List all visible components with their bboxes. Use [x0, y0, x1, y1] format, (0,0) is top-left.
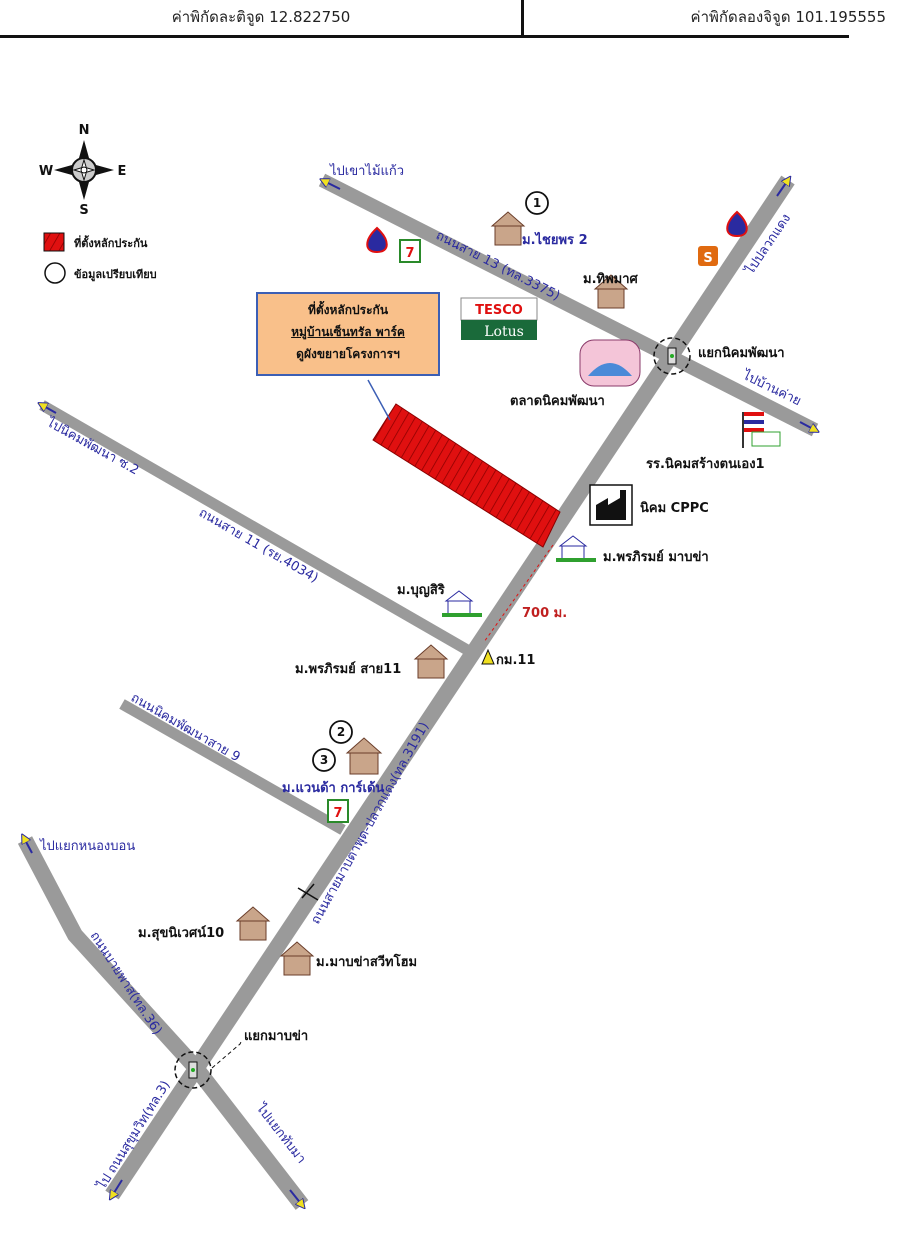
comparable-1: 1 [533, 196, 541, 210]
dir-nikhom-soi2: ไปนิคมพัฒนา ซ.2 [43, 414, 142, 478]
market-icon [579, 339, 641, 387]
label-mabkha-junction: แยกมาบข่า [244, 1029, 308, 1044]
gas-station-icon [366, 210, 748, 254]
label-phrapirom-sai11: ม.พรภิรมย์ สาย11 [295, 661, 401, 677]
svg-text:TESCO: TESCO [475, 303, 523, 318]
house-icon [235, 211, 629, 976]
legend-comparable-label: ข้อมูลเปรียบเทียบ [74, 268, 157, 282]
callout-line1: ที่ตั้งหลักประกัน [307, 303, 389, 317]
coordinates-header: ค่าพิกัดละติจูด 12.822750 ค่าพิกัดลองจิจ… [0, 0, 900, 38]
label-chaiyaporn: ม.ไชยพร 2 [522, 231, 588, 248]
tesco-lotus-logo: TESCO Lotus [460, 297, 538, 340]
comparable-2: 2 [337, 725, 345, 739]
callout-pointer [367, 379, 391, 421]
distance-line [483, 544, 554, 643]
traffic-light-icon [174, 1051, 212, 1089]
compass-e: E [118, 164, 127, 179]
longitude-label: ค่าพิกัดลองจิจูด 101.195555 [690, 8, 886, 26]
legend-comparable-swatch [44, 262, 66, 284]
header-underline-right [524, 35, 849, 38]
svg-text:7: 7 [405, 246, 414, 261]
road-main [105, 175, 795, 1200]
compass-rose-icon: N S W E [39, 123, 127, 218]
dir-nong-bon: ไปแยกหนองบอน [39, 838, 135, 854]
callout-line2: หมู่บ้านเซ็นทรัล พาร์ค [291, 325, 405, 339]
factory-icon [589, 484, 633, 526]
svg-text:7: 7 [333, 806, 342, 821]
km-marker-icon [481, 648, 495, 665]
comparable-3: 3 [320, 753, 328, 767]
school-flag-icon [742, 412, 781, 448]
legend: ที่ตั้งหลักประกัน ข้อมูลเปรียบเทียบ [43, 232, 157, 284]
compass-n: N [79, 123, 90, 138]
header-divider [521, 0, 524, 38]
label-km11: กม.11 [496, 653, 535, 668]
header-underline-left [0, 35, 522, 38]
label-nikhom-junction: แยกนิคมพัฒนา [698, 346, 785, 361]
road-label-sai11: ถนนสาย 11 (รย.4034) [196, 505, 321, 586]
road-sai13 [318, 173, 819, 437]
seven-eleven-icon: 7 7 [327, 239, 421, 823]
label-sukniwet: ม.สุขนิเวศน์10 [138, 925, 224, 941]
label-mabkha-villa: ม.มาบข่าสวีทโฮม [316, 953, 417, 970]
callout-line3: ดูผังขยายโครงการฯ [296, 347, 400, 361]
dir-khao-mai-kaew: ไปเขาไม้แก้ว [329, 163, 404, 179]
rail-crossing-icon [297, 883, 319, 901]
road-label-sai9: ถนนนิคมพัฒนาสาย 9 [128, 690, 243, 765]
label-thipphamat: ม.ทิพมาศ [583, 272, 639, 287]
label-boonsiri: ม.บุญสิริ [397, 583, 445, 598]
svg-text:S: S [703, 251, 712, 266]
svg-text:Lotus: Lotus [484, 324, 524, 340]
comparable-markers: 1 2 3 [312, 191, 549, 772]
collateral-callout: ที่ตั้งหลักประกัน หมู่บ้านเซ็นทรัล พาร์ค… [256, 292, 440, 376]
legend-collateral-swatch [43, 232, 65, 252]
compass-s: S [79, 203, 88, 218]
traffic-light-icon [653, 337, 691, 375]
label-talat: ตลาดนิคมพัฒนา [510, 394, 605, 409]
road-sai9 [119, 699, 346, 835]
road-label-bypass: ถนนบายพาส(ทล.36) [87, 929, 165, 1038]
label-wanda: ม.แวนด้า การ์เด้น [282, 780, 384, 796]
legend-collateral-label: ที่ตั้งหลักประกัน [74, 235, 148, 250]
direction-arrows [24, 180, 815, 1205]
road-sai11 [39, 400, 479, 660]
label-cppc: นิคม CPPC [640, 501, 709, 516]
label-school: รร.นิคมสร้างตนเอง1 [646, 456, 765, 472]
road-bypass [17, 836, 309, 1210]
latitude-label: ค่าพิกัดละติจูด 12.822750 [171, 8, 351, 26]
compass-w: W [39, 164, 53, 179]
collateral-parcel [372, 403, 561, 548]
label-phrapirom-mabkha: ม.พรภิรมย์ มาบข่า [603, 549, 709, 565]
shell-logo-icon: S [698, 246, 718, 266]
green-house-icon [442, 535, 596, 617]
label-distance: 700 ม. [522, 606, 567, 621]
